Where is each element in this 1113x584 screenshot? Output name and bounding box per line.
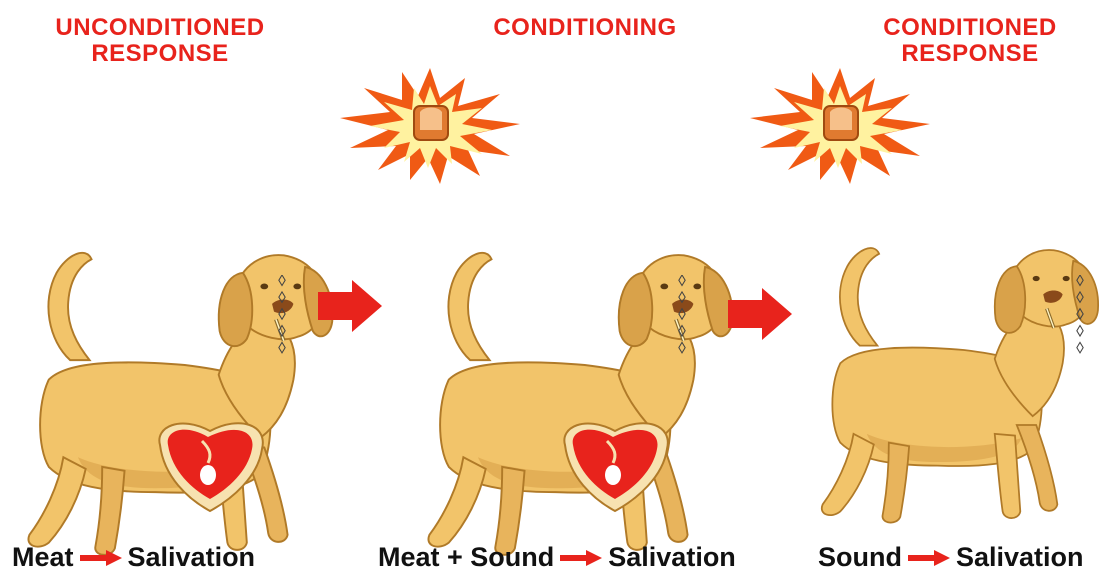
panel-3-caption-right: Salivation: [956, 542, 1084, 573]
right-arrow-icon: [318, 280, 382, 332]
panel-1-title-line1: UNCONDITIONED: [30, 15, 290, 41]
right-arrow-icon: [560, 550, 602, 566]
panel-1-title-line2: RESPONSE: [30, 41, 290, 67]
panel-3-caption: Sound Salivation: [818, 542, 1084, 573]
panel-2-saliva-drops-icon: [676, 275, 688, 355]
right-arrow-icon: [728, 288, 792, 340]
panel-1-title: UNCONDITIONED RESPONSE: [30, 15, 290, 67]
panel-3-saliva-drops-icon: [1074, 275, 1086, 355]
panel-2-title: CONDITIONING: [455, 15, 715, 41]
right-arrow-icon: [80, 550, 122, 566]
panel-2-title-line1: CONDITIONING: [455, 15, 715, 41]
panel-3-dog-icon: [805, 165, 1105, 535]
panel-1-caption-right: Salivation: [128, 542, 256, 573]
panel-3-title: CONDITIONED RESPONSE: [840, 15, 1100, 67]
panel-1-saliva-drops-icon: [276, 275, 288, 355]
panel-1-caption-left: Meat: [12, 542, 74, 573]
panel-3-caption-left: Sound: [818, 542, 902, 573]
panel-3-title-line2: RESPONSE: [840, 41, 1100, 67]
panel-3-title-line1: CONDITIONED: [840, 15, 1100, 41]
panel-1-meat-icon: [150, 415, 272, 515]
panel-2-caption-left: Meat + Sound: [378, 542, 554, 573]
panel-1-caption: Meat Salivation: [12, 542, 255, 573]
panel-2-caption-right: Salivation: [608, 542, 736, 573]
panel-2-meat-icon: [555, 415, 677, 515]
right-arrow-icon: [908, 550, 950, 566]
panel-2-caption: Meat + Sound Salivation: [378, 542, 736, 573]
